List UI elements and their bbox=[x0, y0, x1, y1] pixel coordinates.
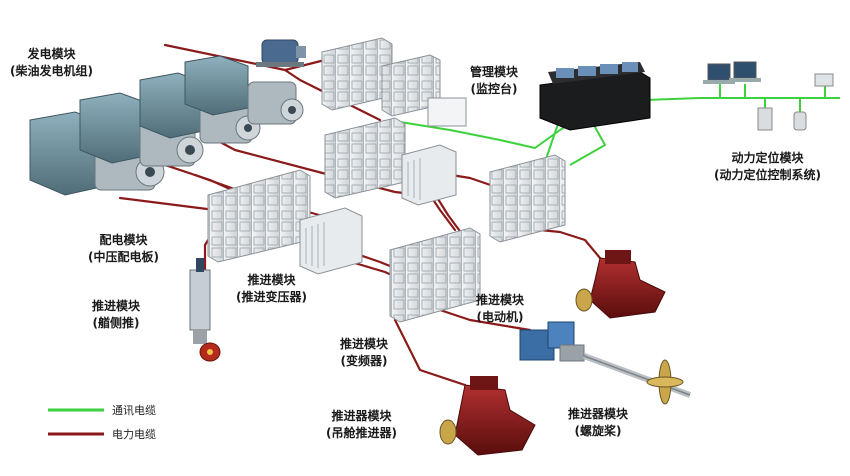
diesel-generator bbox=[184, 55, 304, 125]
propulsion-transformer bbox=[299, 207, 363, 275]
power-cable bbox=[283, 68, 382, 122]
label-bow-thruster-subtitle: (艏侧推) bbox=[92, 316, 140, 330]
legend-comm-cable: 通讯电缆 bbox=[112, 402, 156, 418]
propulsion-transformer-2 bbox=[401, 144, 457, 206]
antenna-unit bbox=[814, 73, 834, 87]
label-converter-subtitle: (变频器) bbox=[340, 354, 388, 368]
label-converter-title: 推进模块 bbox=[340, 337, 389, 351]
label-motor: 推进模块 (电动机) bbox=[476, 292, 524, 326]
label-pod-thruster-subtitle: (吊舱推进器) bbox=[326, 426, 397, 440]
label-pod-thruster-title: 推进器模块 bbox=[331, 409, 392, 423]
frequency-converter-2 bbox=[489, 154, 566, 243]
workstation-monitor bbox=[703, 63, 735, 84]
label-propeller-title: 推进器模块 bbox=[568, 407, 629, 421]
label-bow-thruster-title: 推进模块 bbox=[92, 299, 141, 313]
label-propeller: 推进器模块 (螺旋桨) bbox=[568, 406, 628, 440]
label-generator: 发电模块 (柴油发电机组) bbox=[10, 46, 93, 80]
pod-thruster-right bbox=[575, 250, 666, 319]
small-cabinet bbox=[427, 97, 467, 127]
legend-comm-label: 通讯电缆 bbox=[112, 404, 156, 417]
label-distribution-subtitle: (中压配电板) bbox=[88, 250, 159, 264]
bow-thruster bbox=[189, 258, 221, 362]
label-generator-subtitle: (柴油发电机组) bbox=[10, 64, 93, 78]
sensor-unit bbox=[757, 107, 773, 131]
label-transformer-title: 推进模块 bbox=[247, 273, 296, 287]
legend-power-cable: 电力电缆 bbox=[112, 426, 156, 442]
comm-cable bbox=[399, 117, 581, 149]
dp-control-system bbox=[703, 61, 834, 131]
auxiliary-motor bbox=[256, 39, 306, 67]
label-propeller-subtitle: (螺旋桨) bbox=[574, 424, 622, 438]
medium-voltage-switchboard bbox=[207, 169, 311, 263]
label-pod-thruster: 推进器模块 (吊舱推进器) bbox=[326, 408, 397, 442]
comm-cables bbox=[399, 84, 840, 189]
power-cable bbox=[393, 318, 467, 387]
propeller bbox=[646, 359, 684, 405]
label-distribution: 配电模块 (中压配电板) bbox=[88, 232, 159, 266]
workstation-monitor bbox=[729, 61, 761, 82]
label-converter: 推进模块 (变频器) bbox=[340, 336, 388, 370]
label-distribution-title: 配电模块 bbox=[99, 233, 148, 247]
electric-motor bbox=[519, 321, 585, 362]
label-management-subtitle: (监控台) bbox=[470, 82, 518, 96]
comm-cable bbox=[569, 117, 606, 166]
diesel-generator-bank bbox=[29, 55, 304, 196]
label-management: 管理模块 (监控台) bbox=[470, 64, 518, 98]
label-dp-title: 动力定位模块 bbox=[731, 151, 804, 165]
legend-power-label: 电力电缆 bbox=[112, 428, 156, 441]
label-generator-title: 发电模块 bbox=[27, 47, 76, 61]
label-motor-subtitle: (电动机) bbox=[476, 310, 524, 324]
pod-thruster-bottom bbox=[439, 376, 536, 456]
monitoring-console bbox=[539, 62, 651, 131]
power-cable bbox=[438, 308, 532, 332]
label-dp-subtitle: (动力定位控制系统) bbox=[714, 168, 821, 182]
comm-cable-drops bbox=[719, 84, 826, 112]
comm-cable bbox=[644, 97, 701, 101]
label-transformer-subtitle: (推进变压器) bbox=[236, 290, 307, 304]
label-bow-thruster: 推进模块 (艏侧推) bbox=[92, 298, 140, 332]
label-dp: 动力定位模块 (动力定位控制系统) bbox=[714, 150, 821, 184]
power-cable bbox=[118, 196, 217, 212]
label-transformer: 推进模块 (推进变压器) bbox=[236, 272, 307, 306]
sensor-unit bbox=[793, 111, 807, 131]
frequency-converter bbox=[389, 227, 481, 323]
label-management-title: 管理模块 bbox=[470, 65, 519, 79]
propeller-shaft bbox=[582, 353, 692, 398]
label-motor-title: 推进模块 bbox=[476, 293, 525, 307]
switchboard-center bbox=[324, 117, 406, 199]
